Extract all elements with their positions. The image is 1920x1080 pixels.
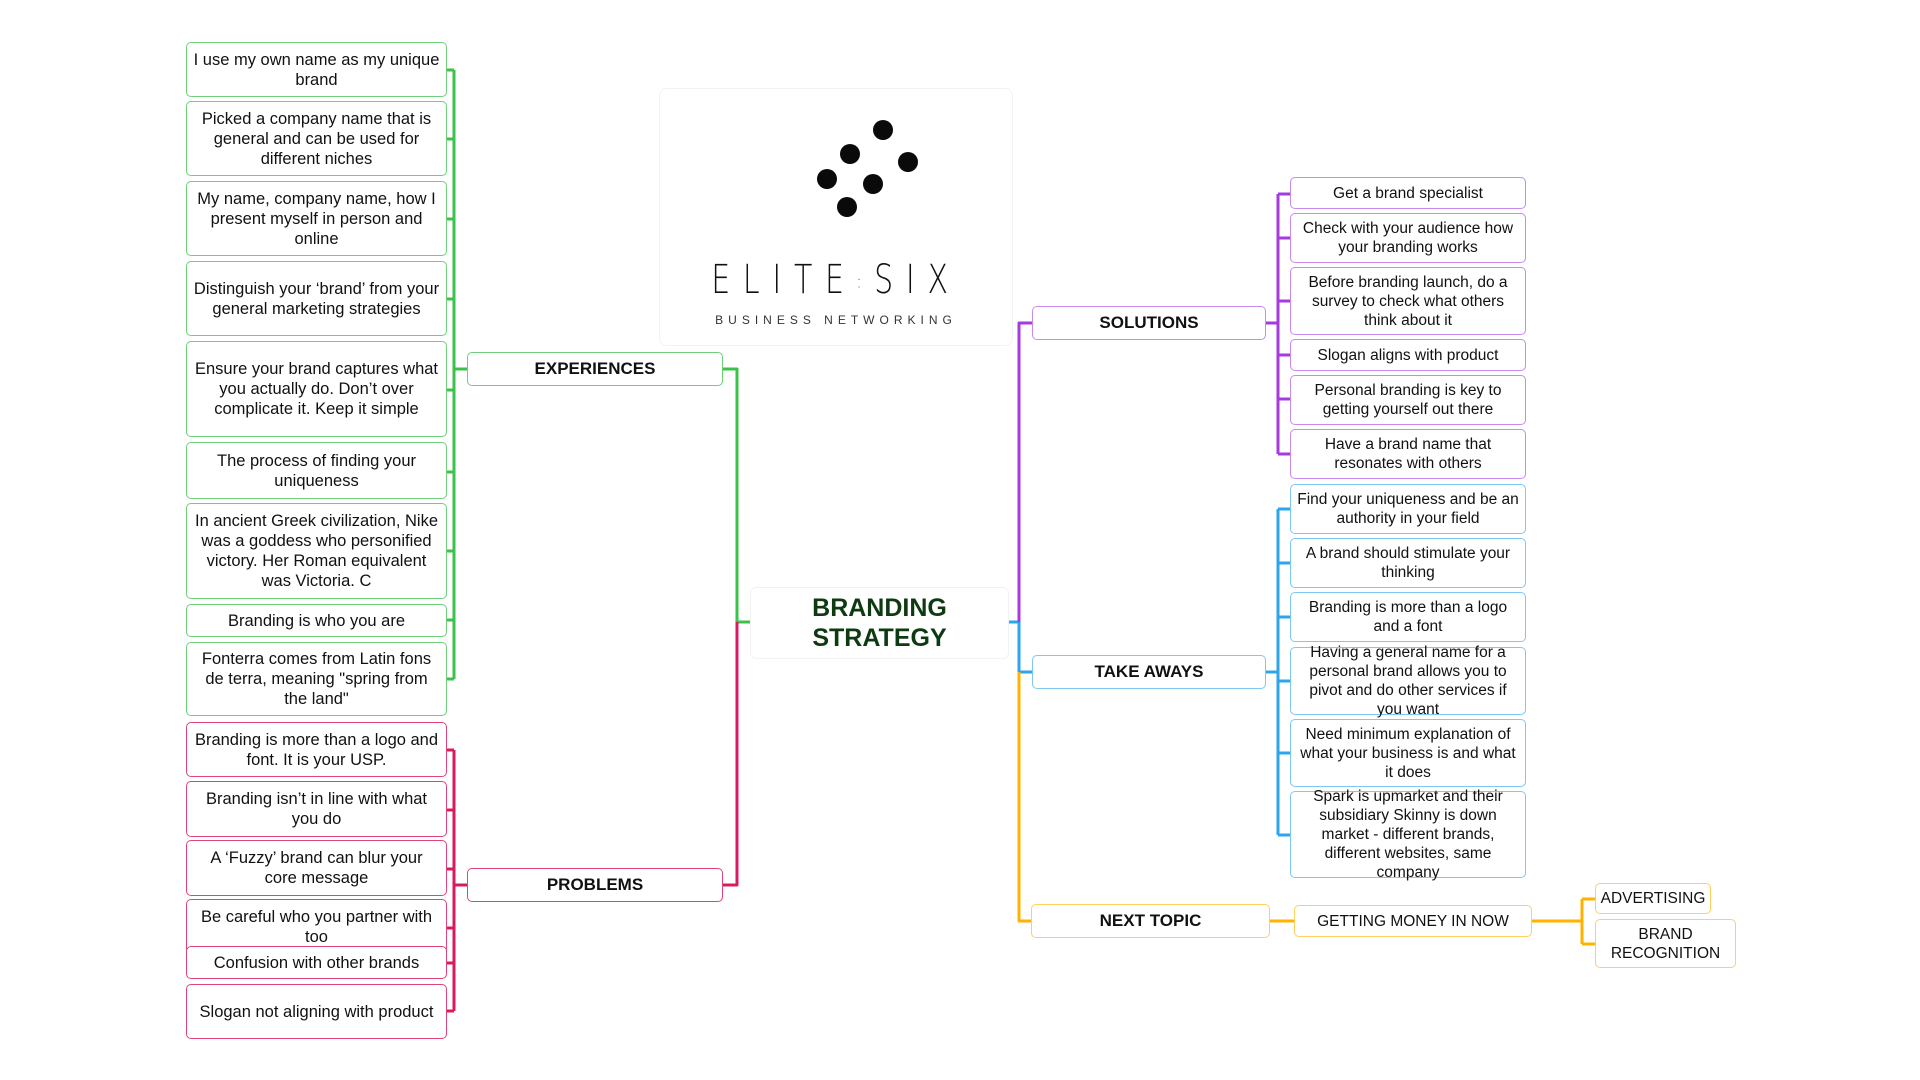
topic-problems[interactable]: PROBLEMS xyxy=(467,868,723,902)
solution-item[interactable]: Before branding launch, do a survey to c… xyxy=(1290,267,1526,335)
experience-item[interactable]: Branding is who you are xyxy=(186,604,447,637)
take-away-item[interactable]: A brand should stimulate your thinking xyxy=(1290,538,1526,588)
connector-center-problems xyxy=(723,622,739,887)
topic-solutions[interactable]: SOLUTIONS xyxy=(1032,306,1266,340)
experience-item[interactable]: The process of finding your uniqueness xyxy=(186,442,447,499)
experience-item[interactable]: Ensure your brand captures what you actu… xyxy=(186,341,447,437)
central-topic-line2: STRATEGY xyxy=(812,624,947,652)
next-topic-child[interactable]: GETTING MONEY IN NOW xyxy=(1294,905,1532,937)
take-away-item[interactable]: Spark is upmarket and their subsidiary S… xyxy=(1290,788,1526,881)
central-topic[interactable]: BRANDING STRATEGY xyxy=(750,587,1009,659)
next-topic-subitem[interactable]: ADVERTISING xyxy=(1595,883,1711,914)
take-away-item[interactable]: Branding is more than a logo and a font xyxy=(1290,592,1526,642)
connector-center-solutions xyxy=(1017,321,1032,622)
take-away-item[interactable]: Need minimum explanation of what your bu… xyxy=(1290,719,1526,787)
take-away-item[interactable]: Find your uniqueness and be an authority… xyxy=(1290,484,1526,534)
experience-item[interactable]: I use my own name as my unique brand xyxy=(186,42,447,97)
experience-item[interactable]: My name, company name, how I present mys… xyxy=(186,181,447,256)
central-topic-line1: BRANDING xyxy=(812,594,947,622)
experience-item[interactable]: Picked a company name that is general an… xyxy=(186,101,447,176)
connector-center-experiences xyxy=(723,367,750,624)
solution-item[interactable]: Slogan aligns with product xyxy=(1290,339,1526,371)
topic-take-aways[interactable]: TAKE AWAYS xyxy=(1032,655,1266,689)
connector-center-nexttopic xyxy=(1017,672,1032,923)
problem-item[interactable]: Branding isn’t in line with what you do xyxy=(186,781,447,837)
connector-center-takeaways xyxy=(1017,622,1032,674)
problem-item[interactable]: Confusion with other brands xyxy=(186,946,447,979)
solution-item[interactable]: Personal branding is key to getting your… xyxy=(1290,375,1526,425)
topic-next-topic[interactable]: NEXT TOPIC xyxy=(1031,904,1270,938)
solution-item[interactable]: Have a brand name that resonates with ot… xyxy=(1290,429,1526,479)
take-away-item[interactable]: Having a general name for a personal bra… xyxy=(1290,644,1526,718)
solution-item[interactable]: Get a brand specialist xyxy=(1290,177,1526,209)
experience-item[interactable]: Distinguish your ‘brand’ from your gener… xyxy=(186,261,447,336)
next-topic-subitem[interactable]: BRAND RECOGNITION xyxy=(1595,919,1736,968)
logo-wordmark: ELITE:SIX xyxy=(704,257,968,303)
problem-item[interactable]: A ‘Fuzzy’ brand can blur your core messa… xyxy=(186,840,447,896)
topic-experiences[interactable]: EXPERIENCES xyxy=(467,352,723,386)
logo-word-left: ELITE xyxy=(711,257,857,303)
problem-item[interactable]: Be careful who you partner with too xyxy=(186,899,447,955)
experience-item[interactable]: In ancient Greek civilization, Nike was … xyxy=(186,503,447,599)
connector-getting-money-children xyxy=(1532,897,1595,946)
logo-tagline: BUSINESS NETWORKING xyxy=(715,313,957,327)
problem-item[interactable]: Branding is more than a logo and font. I… xyxy=(186,722,447,777)
elite-six-logo: ELITE:SIX BUSINESS NETWORKING xyxy=(659,88,1013,346)
problem-item[interactable]: Slogan not aligning with product xyxy=(186,984,447,1039)
logo-word-right: SIX xyxy=(874,257,961,303)
experience-item[interactable]: Fonterra comes from Latin fons de terra,… xyxy=(186,642,447,716)
solution-item[interactable]: Check with your audience how your brandi… xyxy=(1290,213,1526,263)
logo-separator: : xyxy=(856,271,875,293)
